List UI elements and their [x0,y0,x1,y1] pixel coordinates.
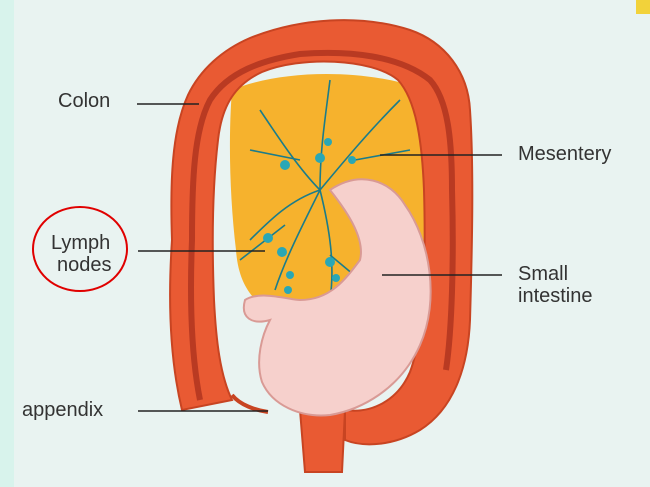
small-label-line1: Small [518,263,628,285]
lymph-label-line1: Lymph [51,232,131,254]
colon-label: Colon [58,90,110,112]
small-intestine-label: Small intestine [518,263,628,307]
lymph-label-line2: nodes [51,254,131,276]
rectum [300,410,345,472]
small-label-line2: intestine [518,285,628,307]
mesentery-label: Mesentery [518,143,611,165]
corner-accent [636,0,650,14]
lymph-nodes-label: Lymph nodes [51,232,131,276]
appendix-label: appendix [22,399,103,421]
